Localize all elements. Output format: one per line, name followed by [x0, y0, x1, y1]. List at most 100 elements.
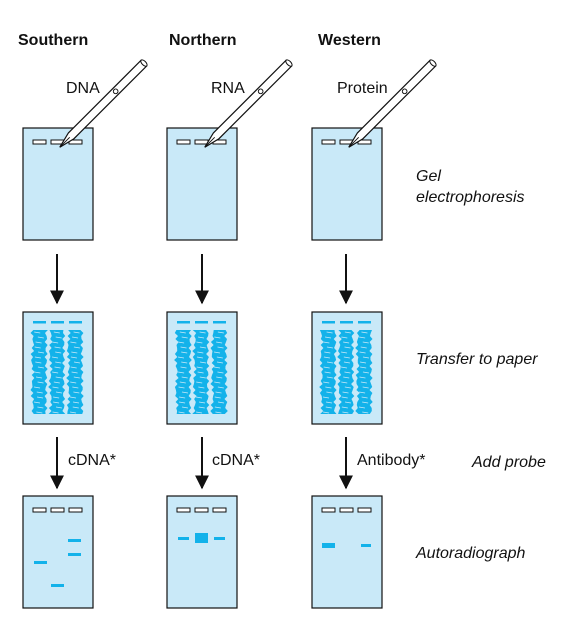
smear-streak: [199, 391, 206, 394]
smear-streak: [326, 361, 334, 364]
smear-streak: [362, 386, 369, 389]
smear-streak: [344, 331, 351, 334]
smear-streak: [214, 396, 221, 399]
smear-streak: [34, 346, 41, 349]
smear-streak: [344, 346, 351, 349]
smear-streak: [323, 341, 330, 344]
smear-streak: [322, 411, 330, 414]
smear-streak: [361, 331, 368, 334]
smear-streak: [325, 406, 332, 409]
smear-streak: [322, 396, 330, 399]
band: [361, 544, 371, 547]
smear-streak: [362, 411, 369, 414]
well: [176, 507, 191, 513]
smear-streak: [55, 361, 62, 364]
smear-streak: [344, 371, 351, 374]
smear-streak: [179, 331, 186, 334]
smear-streak: [199, 346, 206, 349]
smear-streak: [326, 376, 333, 379]
gel-western: [311, 127, 383, 241]
well: [32, 507, 47, 513]
well: [321, 507, 336, 513]
smear-streak: [359, 351, 366, 354]
smear-streak: [340, 366, 348, 369]
band: [68, 553, 81, 556]
smear-streak: [52, 411, 59, 414]
band: [340, 321, 353, 324]
step-autoradiograph-label: Autoradiograph: [416, 545, 526, 562]
smear-streak: [37, 351, 45, 354]
smear-streak: [73, 361, 81, 364]
smear-streak: [54, 366, 61, 369]
smear-streak: [341, 406, 348, 409]
smear-streak: [344, 386, 351, 389]
smear-streak: [196, 381, 203, 384]
smear-streak: [180, 346, 187, 349]
smear-streak: [199, 361, 207, 364]
pipette-western: [348, 59, 437, 148]
band: [177, 321, 190, 324]
transfer-paper-western: [311, 311, 383, 425]
smear-streak: [69, 396, 77, 399]
band: [214, 537, 225, 540]
sample-label-protein: Protein: [337, 80, 388, 97]
smear-streak: [34, 371, 41, 374]
gel-northern: [166, 127, 238, 241]
smear-streak: [179, 381, 186, 384]
smear-streak: [181, 406, 189, 409]
band: [33, 321, 46, 324]
autoradiograph-southern: [22, 495, 94, 609]
smear-streak: [341, 396, 348, 399]
smear-streak: [70, 356, 77, 359]
autoradiograph-western: [311, 495, 383, 609]
smear-streak: [199, 376, 206, 379]
smear-streak: [181, 376, 188, 379]
band: [195, 321, 208, 324]
smear-streak: [178, 386, 185, 389]
smear-streak: [34, 356, 41, 359]
band: [322, 543, 335, 548]
smear-streak: [342, 391, 349, 394]
smear-streak: [72, 386, 79, 389]
smear-streak: [217, 331, 224, 334]
smear-streak: [37, 381, 44, 384]
smear-streak: [52, 371, 59, 374]
smear-streak: [52, 386, 59, 389]
smear-streak: [326, 391, 333, 394]
smear-streak: [195, 411, 203, 414]
smear-streak: [360, 381, 367, 384]
smear-streak: [51, 356, 59, 359]
smear-streak: [34, 386, 41, 389]
band: [195, 533, 208, 543]
smear-streak: [71, 371, 78, 374]
smear-streak: [71, 351, 78, 354]
smear-streak: [213, 351, 221, 354]
smear-streak: [37, 406, 44, 409]
band: [322, 321, 335, 324]
smear-streak: [71, 336, 79, 339]
smear-streak: [342, 411, 349, 414]
smear-streak: [55, 351, 62, 354]
band: [68, 539, 81, 542]
probe-label-southern: cDNA*: [68, 452, 117, 469]
smear-streak: [216, 356, 223, 359]
smear-streak: [323, 366, 330, 369]
gel-southern: [22, 127, 94, 241]
band: [213, 321, 226, 324]
smear-streak: [324, 351, 331, 354]
smear-streak: [340, 351, 348, 354]
smear-streak: [197, 336, 205, 339]
smear-streak: [217, 346, 224, 349]
smear-streak: [325, 401, 333, 404]
smear-streak: [34, 331, 41, 334]
smear-streak: [54, 346, 61, 349]
smear-streak: [217, 386, 224, 389]
smear-streak: [362, 356, 370, 359]
smear-streak: [70, 381, 77, 384]
smear-streak: [343, 356, 350, 359]
smear-streak: [179, 396, 186, 399]
smear-streak: [196, 356, 203, 359]
smear-streak: [35, 341, 42, 344]
band: [358, 321, 371, 324]
smear-streak: [214, 406, 221, 409]
